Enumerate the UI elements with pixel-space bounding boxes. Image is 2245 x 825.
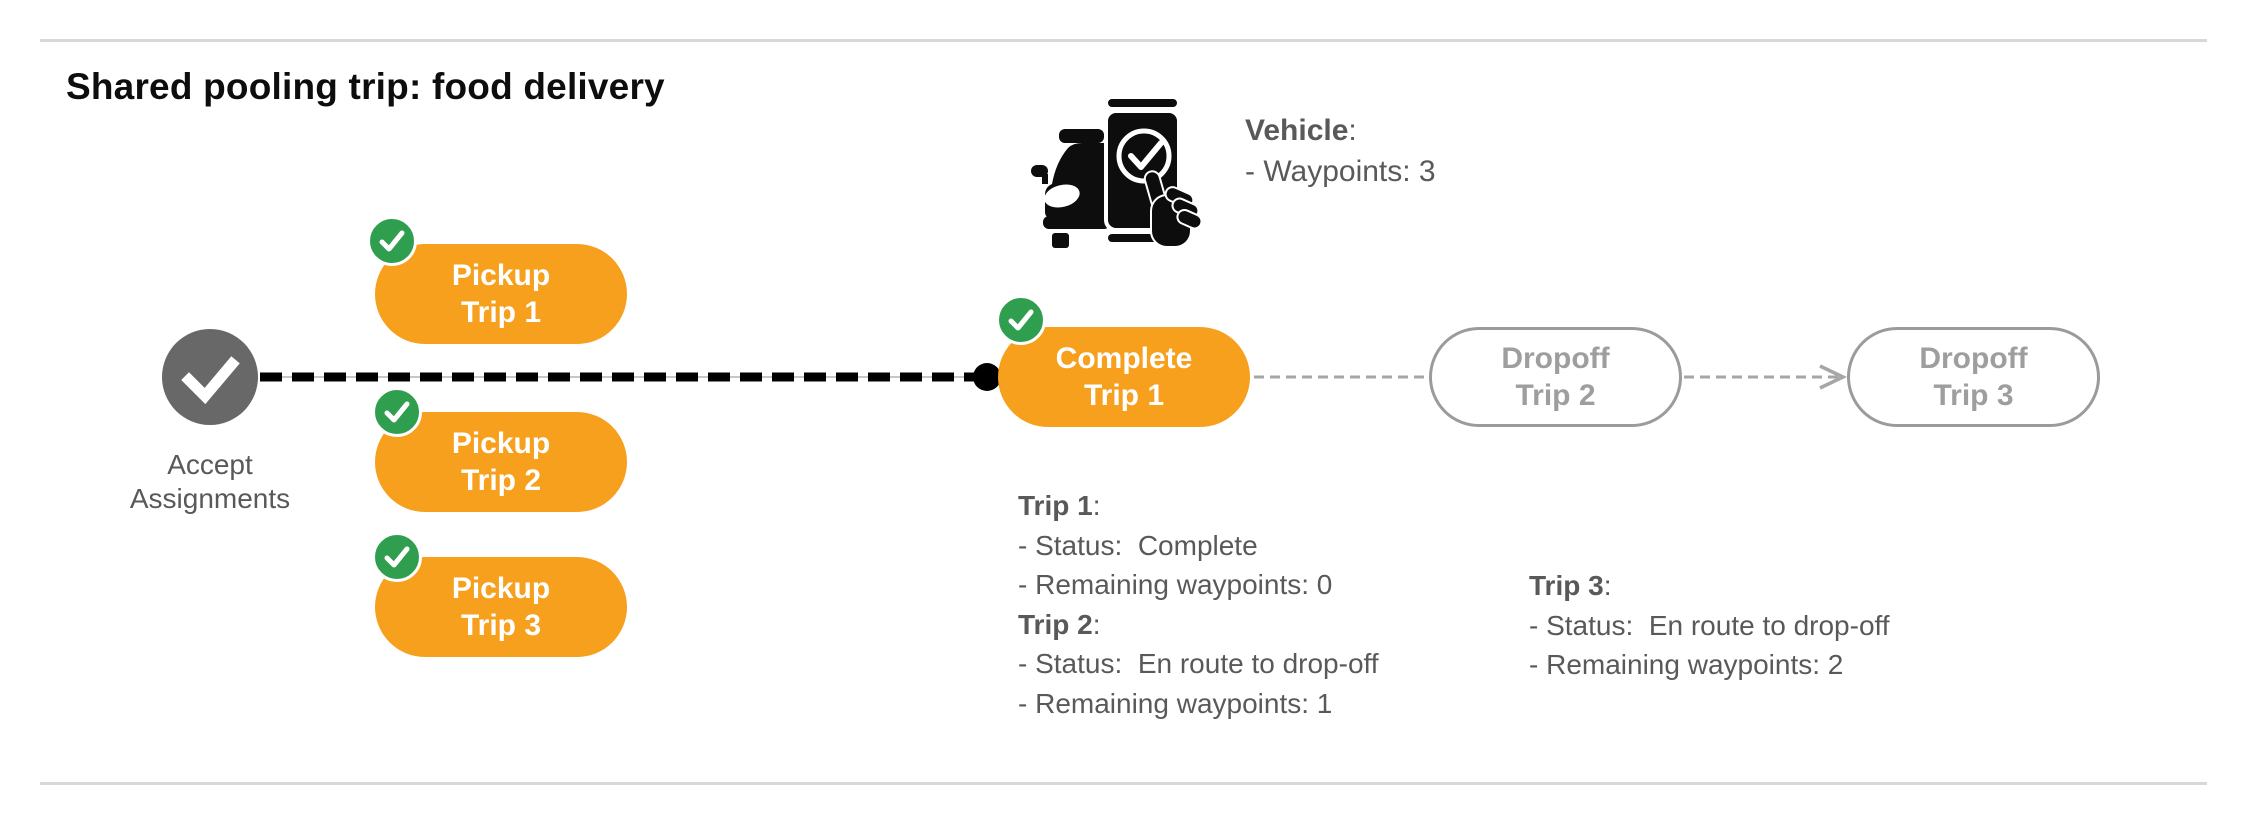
vehicle-info: Vehicle: - Waypoints: 3 bbox=[1245, 110, 1436, 192]
node-complete-trip-1: Complete Trip 1 bbox=[998, 327, 1250, 427]
trip1-waypoints: - Remaining waypoints: 0 bbox=[1018, 569, 1333, 600]
node-pickup-trip-3: Pickup Trip 3 bbox=[375, 557, 627, 657]
completed-badge bbox=[367, 216, 417, 266]
bottom-divider bbox=[40, 782, 2207, 785]
accept-assignments-label: Accept Assignments bbox=[129, 449, 291, 514]
vehicle-label: Vehicle: bbox=[1245, 114, 1357, 147]
car-icon bbox=[1031, 129, 1110, 248]
accept-assignments-node bbox=[162, 329, 258, 425]
vehicle-phone-check-icon bbox=[1031, 95, 1203, 248]
check-icon bbox=[384, 546, 410, 568]
top-divider bbox=[40, 39, 2207, 42]
node-dropoff-trip-2: Dropoff Trip 2 bbox=[1429, 327, 1682, 427]
trip3-waypoints: - Remaining waypoints: 2 bbox=[1529, 649, 1844, 680]
arrowhead-icon bbox=[1819, 364, 1848, 390]
trip2-waypoints: - Remaining waypoints: 1 bbox=[1018, 687, 1333, 719]
check-icon bbox=[181, 356, 240, 405]
trip1-title: Trip 1: bbox=[1018, 490, 1101, 521]
hand-pointer-icon bbox=[1143, 170, 1203, 248]
trip2-status: - Status: En route to drop-off bbox=[1018, 648, 1379, 679]
completed-badge bbox=[372, 532, 422, 582]
vehicle-waypoints: - Waypoints: 3 bbox=[1245, 155, 1436, 188]
trip3-title: Trip 3: bbox=[1529, 570, 1612, 601]
check-icon bbox=[384, 401, 410, 423]
check-icon bbox=[379, 230, 405, 252]
status-block-trips-1-2: Trip 1: - Status: Complete - Remaining w… bbox=[1018, 486, 1379, 723]
node-pickup-trip-2: Pickup Trip 2 bbox=[375, 412, 627, 512]
page-title: Shared pooling trip: food delivery bbox=[66, 66, 665, 107]
status-block-trip-3: Trip 3: - Status: En route to drop-off -… bbox=[1529, 566, 1890, 685]
check-ring-icon bbox=[1116, 128, 1172, 184]
completed-badge bbox=[996, 295, 1046, 345]
trip1-status: - Status: Complete bbox=[1018, 529, 1258, 561]
node-dropoff-trip-3: Dropoff Trip 3 bbox=[1847, 327, 2100, 427]
check-icon bbox=[1008, 309, 1034, 331]
trip3-status: - Status: En route to drop-off bbox=[1529, 609, 1890, 641]
current-position-dot bbox=[973, 363, 1001, 391]
trip2-title: Trip 2: bbox=[1018, 608, 1101, 640]
completed-badge bbox=[372, 387, 422, 437]
node-pickup-trip-1: Pickup Trip 1 bbox=[375, 244, 627, 344]
